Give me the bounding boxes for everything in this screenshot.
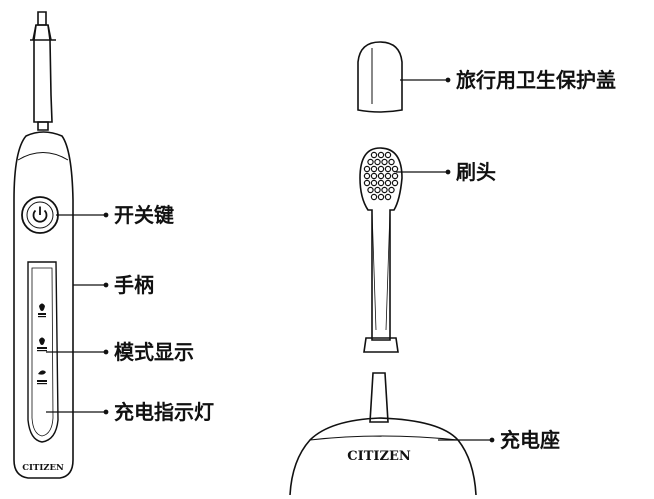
bristle-tuft [384, 165, 392, 173]
white-mode-icon [37, 337, 47, 352]
bristle-tuft [367, 186, 374, 194]
charger-brand: CITIZEN [347, 449, 411, 464]
bristles [363, 151, 399, 201]
bristle-tuft [391, 172, 399, 180]
label-handle: 手柄 [114, 273, 154, 297]
label-power-button: 开关键 [114, 203, 174, 227]
bristle-tuft [377, 165, 385, 173]
bristle-tuft [367, 158, 374, 166]
bristle-tuft [381, 186, 388, 194]
bristle-tuft [370, 151, 378, 159]
bristle-tuft [384, 151, 392, 159]
bristle-tuft [370, 165, 378, 173]
clean-mode-icon [38, 303, 46, 318]
bristle-tuft [388, 186, 395, 194]
bristle-tuft [377, 193, 385, 201]
bristle-tuft [363, 165, 371, 173]
charger-post [369, 372, 389, 423]
bristle-tuft [377, 172, 385, 180]
bristle-tuft [374, 186, 381, 194]
massage-mode-icon [37, 370, 47, 385]
label-travel-cap: 旅行用卫生保护盖 [456, 68, 616, 92]
bristle-tuft [384, 172, 392, 180]
brush-head [359, 147, 403, 353]
bristle-tuft [384, 179, 392, 187]
bristle-tuft [388, 158, 395, 166]
bristle-tuft [370, 172, 378, 180]
bristle-tuft [377, 151, 385, 159]
callout-lines [46, 77, 495, 443]
charger-base [289, 372, 477, 496]
bristle-tuft [391, 165, 399, 173]
bristle-tuft [374, 158, 381, 166]
handle-body [13, 131, 74, 479]
label-charge-indicator: 充电指示灯 [114, 400, 214, 424]
bristle-tuft [370, 193, 378, 201]
shaft-coupling [37, 121, 49, 131]
bristle-tuft [391, 179, 399, 187]
label-mode-display: 模式显示 [114, 340, 194, 364]
handle-brand: CITIZEN [22, 463, 64, 473]
label-brush-head: 刷头 [456, 160, 496, 184]
power-icon [32, 206, 48, 223]
bristle-tuft [370, 179, 378, 187]
bristle-tuft [363, 172, 371, 180]
bristle-tuft [377, 179, 385, 187]
bristle-tuft [384, 193, 392, 201]
shaft-tip [37, 11, 47, 26]
mode-display-panel [27, 261, 59, 443]
travel-cap [357, 41, 403, 113]
label-charger-base: 充电座 [500, 428, 560, 452]
toothbrush-with-handle: CITIZEN [13, 11, 74, 479]
bristle-tuft [363, 179, 371, 187]
bristle-tuft [381, 158, 388, 166]
